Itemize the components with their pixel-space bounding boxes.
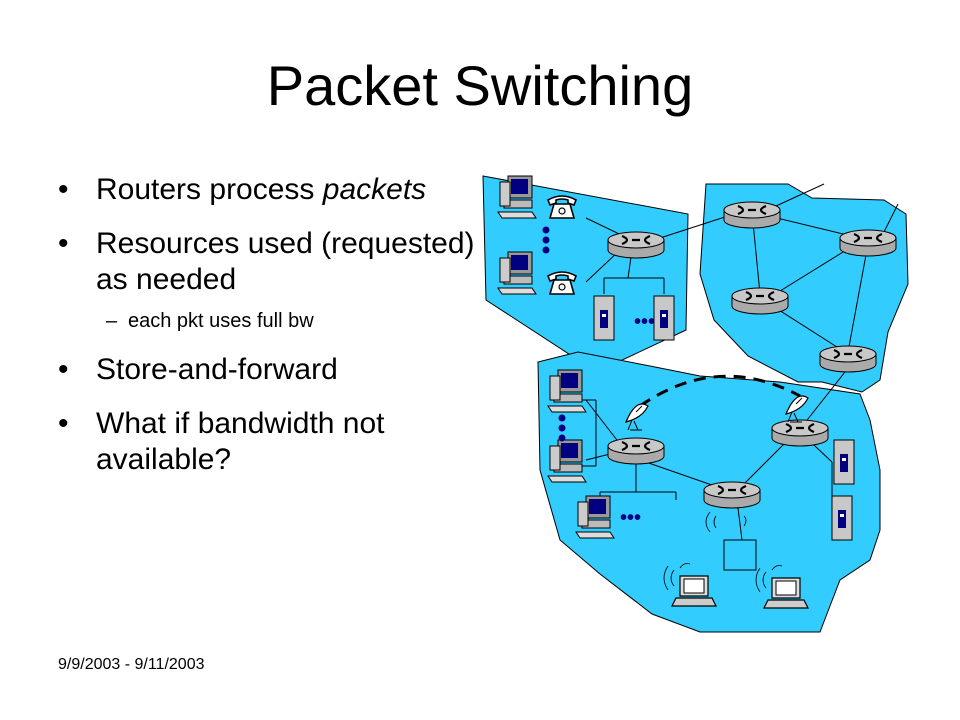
- router-icon: [606, 436, 666, 466]
- router-icon: [722, 200, 782, 230]
- satellite-link: [639, 374, 801, 408]
- dash-marker: –: [106, 310, 118, 332]
- bullet-store-forward: Store-and-forward: [58, 352, 478, 388]
- bullet-resources: Resources used (requested) as needed: [58, 226, 478, 298]
- bullet-bandwidth: What if bandwidth not available?: [58, 406, 478, 478]
- pc-icon: [575, 495, 615, 539]
- router-icon: [730, 286, 790, 316]
- vertical-ellipsis-top: [542, 226, 550, 254]
- pc-icon: [497, 251, 537, 295]
- sub-bullet-bandwidth: –each pkt uses full bw: [58, 308, 478, 334]
- router-icon: [606, 230, 666, 260]
- router-icon: [838, 228, 898, 258]
- server-icon: [653, 295, 675, 341]
- router-icon: [702, 480, 762, 510]
- ellipsis-servers: •••: [634, 311, 655, 333]
- bullet-emphasis: packets: [322, 173, 427, 206]
- bullet-routers: Routers process packets: [58, 172, 478, 208]
- pc-icon: [497, 175, 537, 219]
- wireless-base-station-icon: [723, 539, 757, 571]
- pc-icon: [547, 439, 587, 483]
- bullet-text: Routers process: [96, 173, 323, 206]
- slide-footer-date: 9/9/2003 - 9/11/2003: [58, 656, 205, 673]
- server-icon: [593, 295, 615, 341]
- vertical-ellipsis-bottom: [558, 414, 566, 442]
- server-icon: [833, 439, 855, 485]
- server-icon: [831, 495, 853, 541]
- sub-bullet-text: each pkt uses full bw: [128, 310, 314, 332]
- bullet-list: Routers process packets Resources used (…: [58, 172, 478, 496]
- wireless-signal-icon: [705, 511, 747, 533]
- ellipsis-hosts: •••: [620, 507, 641, 529]
- router-icon: [770, 418, 830, 448]
- router-icon: [818, 344, 878, 374]
- slide-title: Packet Switching: [266, 54, 694, 117]
- pc-icon: [547, 369, 587, 413]
